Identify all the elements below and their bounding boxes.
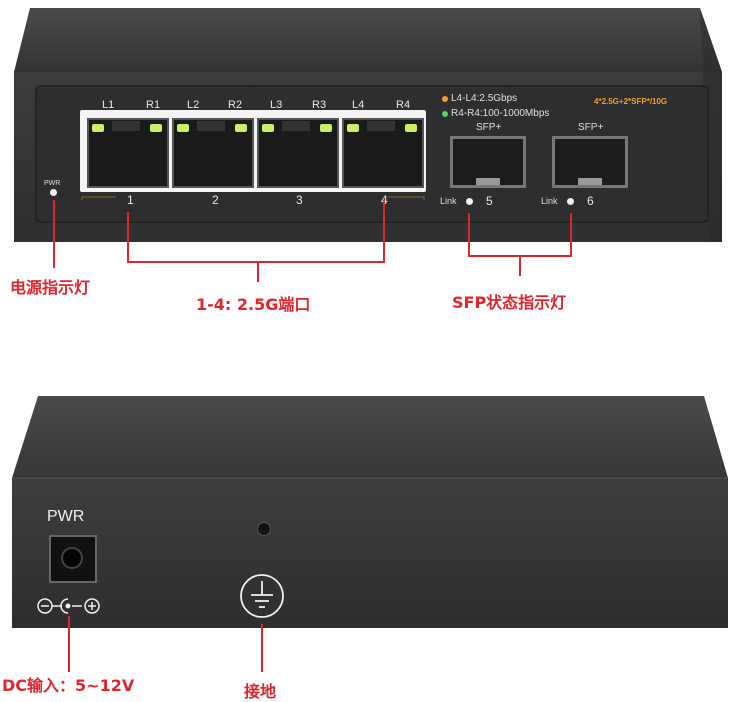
legend-dot-orange — [442, 96, 448, 102]
ground-icon — [240, 574, 284, 618]
label-l2: L2 — [187, 99, 200, 111]
sfp-latch — [578, 178, 602, 185]
annotation-ports-1-4: 1-4: 2.5G端口 — [196, 295, 311, 314]
port-number-2: 2 — [212, 193, 219, 207]
sfp-label-5: SFP+ — [476, 122, 502, 133]
front-view: L1 R1 L2 R2 L3 R3 L4 R4 1 2 3 4 L4-L4:2.… — [0, 0, 749, 340]
led-l2 — [177, 124, 189, 132]
rj45-clip — [112, 121, 140, 131]
rear-chassis — [12, 396, 728, 628]
pwr-led — [50, 189, 57, 196]
polarity-icon — [37, 598, 100, 614]
pwr-label-front: PWR — [44, 180, 61, 187]
rj45-clip — [282, 121, 310, 131]
sfp-latch — [476, 178, 500, 185]
legend-r: R4-R4:100-1000Mbps — [451, 108, 550, 119]
led-l3 — [262, 124, 274, 132]
annotation-dc-input: DC输入：5~12V — [2, 676, 135, 695]
led-r1 — [150, 124, 162, 132]
label-l1: L1 — [102, 99, 115, 111]
label-l4: L4 — [352, 99, 365, 111]
screw-hole — [257, 522, 271, 536]
front-annotation-lines — [53, 200, 572, 282]
label-r4: R4 — [396, 99, 411, 111]
sfp-link-label-6: Link — [541, 196, 558, 206]
label-l3: L3 — [270, 99, 283, 111]
legend-dot-green — [442, 111, 448, 117]
annotation-power-led: 电源指示灯 — [10, 278, 91, 297]
dc-jack-hole — [61, 547, 83, 569]
port-number-3: 3 — [296, 193, 303, 207]
sfp-port-number-5: 5 — [486, 194, 493, 208]
rear-annotation-lines — [68, 616, 263, 672]
rear-view: PWR DC输入：5~12V 接地 — [0, 380, 749, 701]
annotation-sfp-status: SFP状态指示灯 — [452, 293, 567, 312]
annotation-ground: 接地 — [244, 682, 277, 701]
sfp-label-6: SFP+ — [578, 122, 604, 133]
led-r2 — [235, 124, 247, 132]
port-number-1: 1 — [127, 193, 134, 207]
led-r3 — [320, 124, 332, 132]
model-label: 4*2.5G+2*SFP*/10G — [594, 97, 668, 106]
label-r3: R3 — [312, 99, 327, 111]
sfp-link-label-5: Link — [440, 196, 457, 206]
label-r2: R2 — [228, 99, 243, 111]
led-l4 — [347, 124, 359, 132]
led-r4 — [405, 124, 417, 132]
sfp-link-led-5 — [466, 198, 473, 205]
sfp-link-led-6 — [567, 198, 574, 205]
label-r1: R1 — [146, 99, 161, 111]
sfp-port-number-6: 6 — [587, 194, 594, 208]
led-l1 — [92, 124, 104, 132]
rj45-clip — [197, 121, 225, 131]
rj45-clip — [367, 121, 395, 131]
pwr-label-rear: PWR — [47, 508, 85, 525]
legend-l: L4-L4:2.5Gbps — [451, 93, 518, 104]
